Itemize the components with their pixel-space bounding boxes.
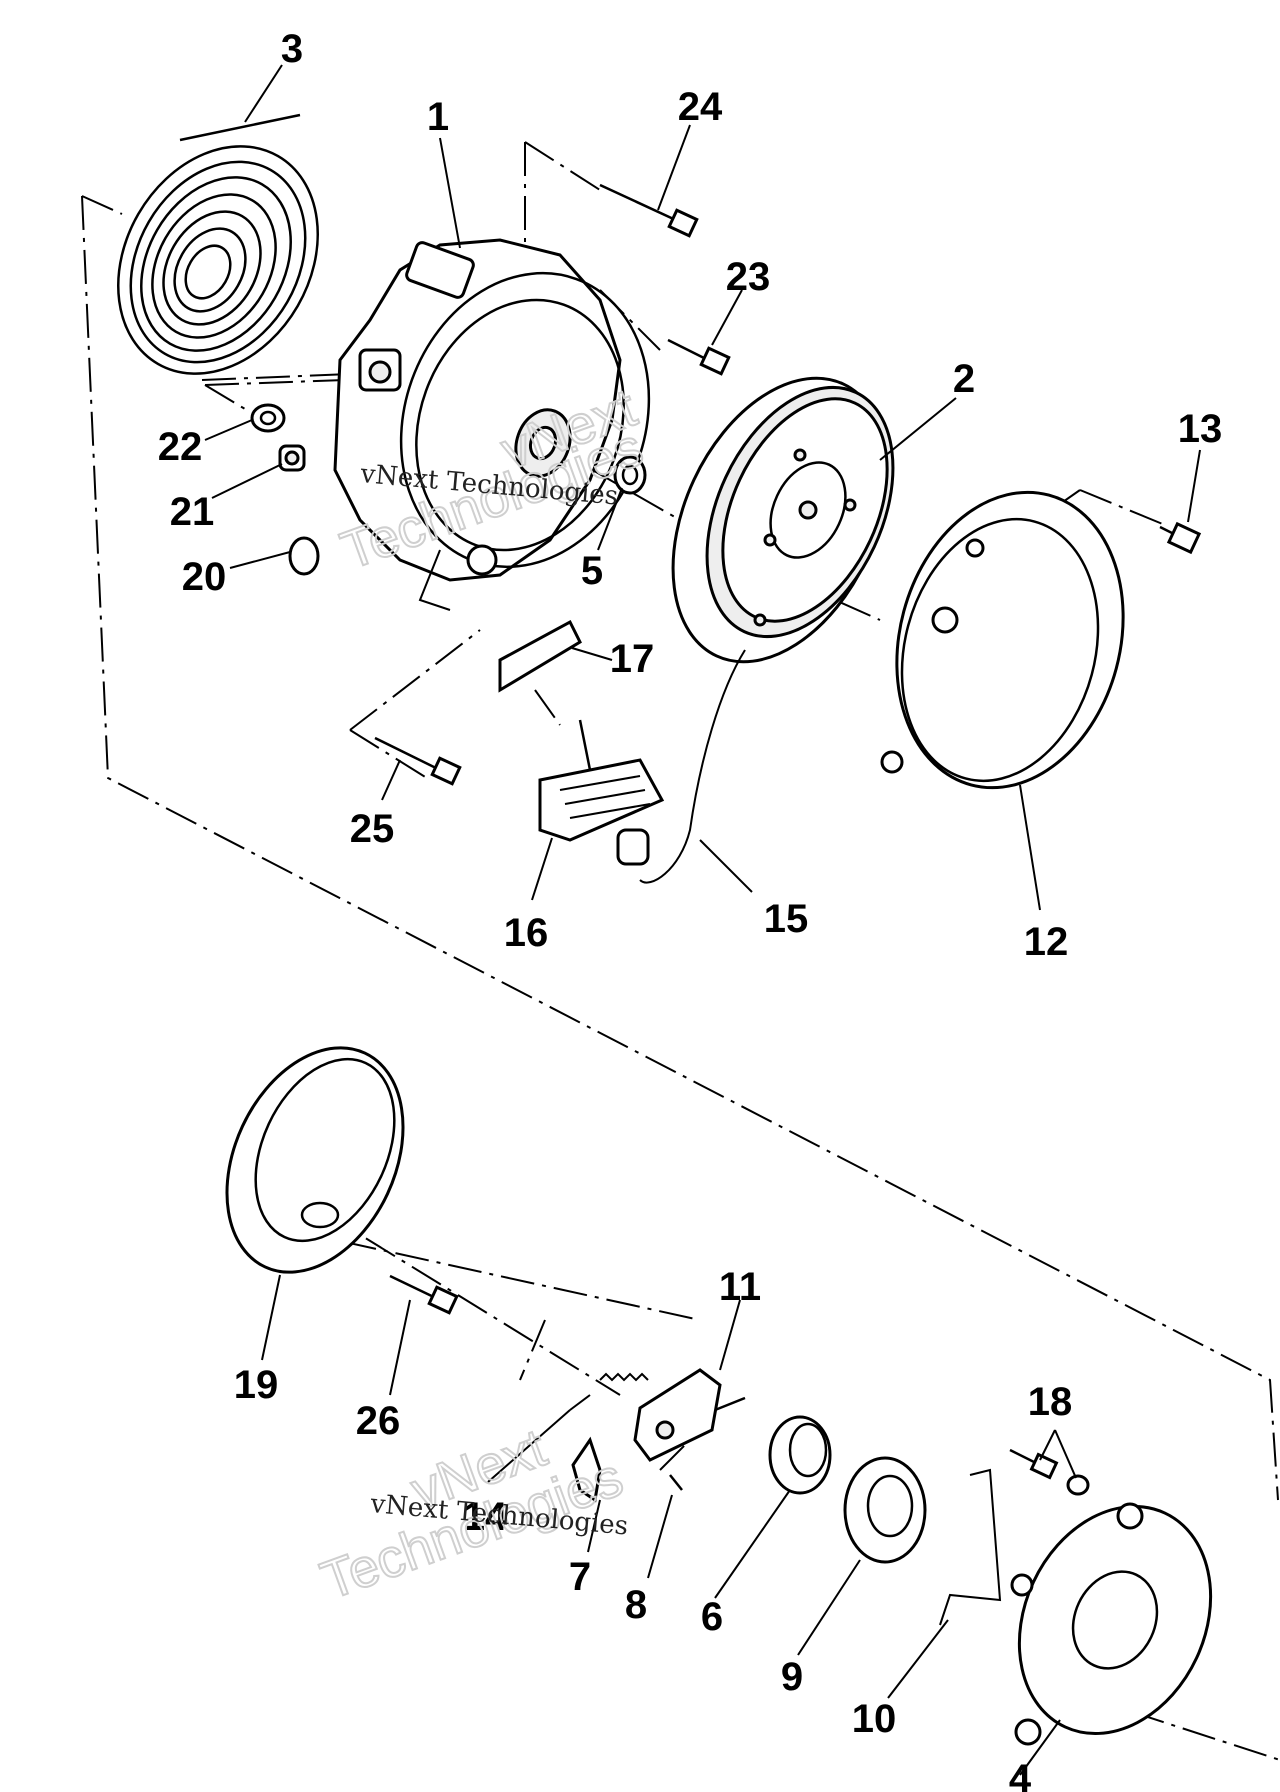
callout-16: 16 (504, 911, 549, 955)
callout-4: 4 (1009, 1757, 1032, 1792)
callout-2: 2 (953, 357, 975, 401)
callout-25: 25 (350, 807, 395, 851)
callout-18: 18 (1028, 1380, 1073, 1424)
callout-5: 5 (581, 549, 603, 593)
callout-3: 3 (281, 27, 303, 71)
callout-1: 1 (427, 95, 449, 139)
callout-13: 13 (1178, 407, 1223, 451)
callout-12: 12 (1024, 920, 1069, 964)
callout-17: 17 (610, 637, 655, 681)
callout-10: 10 (852, 1697, 897, 1741)
leader-lines (204, 64, 1201, 1776)
recoil-spring-part (117, 113, 319, 375)
callout-9: 9 (781, 1655, 803, 1699)
callout-26: 26 (356, 1399, 401, 1443)
callout-7: 7 (569, 1555, 591, 1599)
callout-20: 20 (182, 555, 227, 599)
callout-11: 11 (719, 1265, 761, 1309)
callout-19: 19 (234, 1363, 279, 1407)
callout-22: 22 (158, 425, 203, 469)
callout-6: 6 (701, 1595, 723, 1639)
callout-14: 14 (463, 1495, 508, 1539)
callout-labels: 1 2 3 4 5 6 7 8 9 10 11 12 13 14 15 16 1… (158, 27, 1223, 1792)
callout-15: 15 (764, 897, 809, 941)
outer-cover-part (880, 490, 1125, 790)
callout-21: 21 (170, 490, 215, 534)
callout-8: 8 (625, 1583, 647, 1627)
upper-small-parts (250, 183, 1202, 866)
lower-assembly-parts (225, 1046, 1213, 1746)
callout-24: 24 (678, 85, 723, 129)
pulley-part (639, 376, 895, 884)
starter-housing-part (333, 238, 651, 611)
callout-23: 23 (726, 255, 771, 299)
